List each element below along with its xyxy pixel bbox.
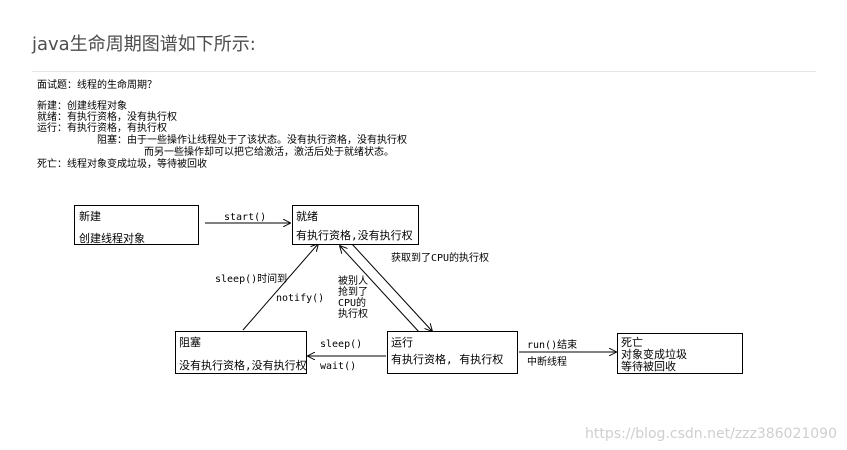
note-blocked-cont: 而另一些操作却可以把它给激活，激活后处于就绪状态。	[144, 147, 394, 158]
note-dead: 死亡：线程对象变成垃圾，等待被回收	[37, 159, 207, 170]
label-sleep-timeout: sleep()时间到	[215, 274, 288, 285]
state-running-title: 运行	[391, 336, 413, 349]
note-ready: 就绪：有执行资格，没有执行权	[37, 112, 177, 123]
label-preempted-4: 执行权	[338, 309, 368, 320]
state-dead: 死亡 对象变成垃圾 等待被回收	[617, 333, 743, 374]
arrow-preempted	[340, 246, 421, 334]
label-preempted-1: 被别人	[338, 276, 368, 287]
label-notify: notify()	[276, 293, 325, 304]
note-new: 新建：创建线程对象	[37, 101, 127, 112]
divider	[32, 71, 816, 72]
state-blocked: 阻塞 没有执行资格,没有执行权	[175, 331, 307, 374]
arrow-blocked-to-ready	[242, 244, 318, 331]
label-run-end: run()结束	[527, 340, 578, 351]
state-ready: 就绪 有执行资格,没有执行权	[292, 205, 419, 245]
page-title: java生命周期图谱如下所示:	[32, 34, 256, 55]
state-ready-title: 就绪	[296, 210, 318, 223]
label-sleep: sleep()	[320, 339, 363, 350]
arrow-got-cpu	[351, 243, 432, 331]
label-got-cpu: 获取到了CPU的执行权	[391, 253, 490, 264]
state-dead-desc2: 等待被回收	[621, 360, 676, 373]
label-preempted-3: CPU的	[338, 298, 367, 309]
label-preempted-2: 抢到了	[338, 287, 368, 298]
note-blocked: 阻塞：由于一些操作让线程处于了该状态。没有执行资格，没有执行权	[97, 135, 407, 146]
state-ready-desc: 有执行资格,没有执行权	[296, 229, 413, 242]
state-blocked-title: 阻塞	[179, 336, 201, 349]
note-question: 面试题：线程的生命周期？	[37, 80, 157, 91]
label-interrupt: 中断线程	[527, 357, 567, 368]
label-start: start()	[224, 212, 267, 223]
label-wait: wait()	[320, 361, 357, 372]
state-blocked-desc: 没有执行资格,没有执行权	[179, 359, 307, 372]
state-dead-title: 死亡	[621, 336, 643, 349]
state-new-desc: 创建线程对象	[79, 232, 145, 245]
state-new-title: 新建	[79, 210, 101, 223]
state-running: 运行 有执行资格, 有执行权	[387, 331, 518, 374]
note-running: 运行：有执行资格，有执行权	[37, 123, 167, 134]
watermark: https://blog.csdn.net/zzz386021090	[585, 426, 837, 442]
state-dead-desc1: 对象变成垃圾	[621, 348, 687, 361]
state-new: 新建 创建线程对象	[74, 205, 199, 245]
state-running-desc: 有执行资格, 有执行权	[391, 353, 504, 366]
